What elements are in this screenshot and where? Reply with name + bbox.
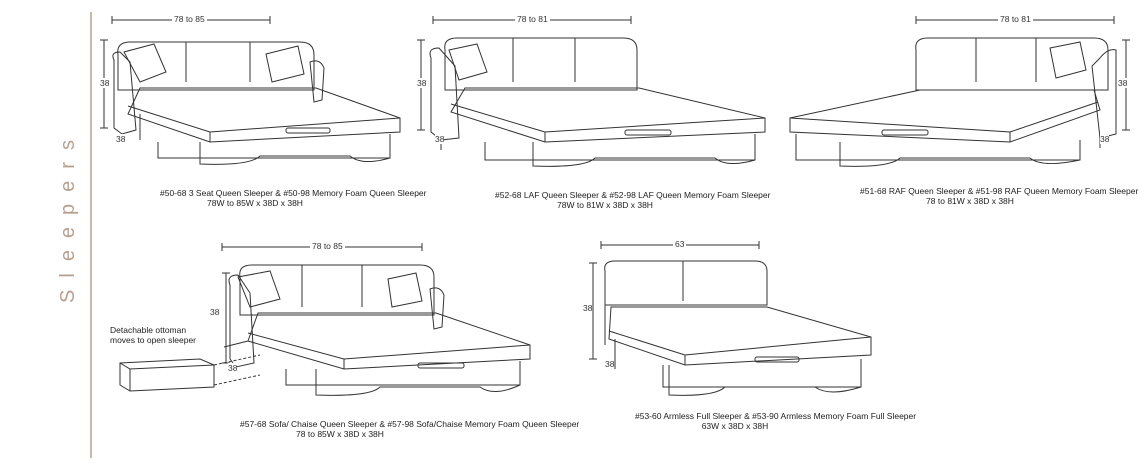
sleeper-drawing-52 bbox=[417, 16, 766, 167]
sleeper-figure-51: 78 to 81 38 38 #51-68 RAF Queen Sleeper … bbox=[780, 10, 1139, 210]
caption-dimensions: 78 to 85W x 38D x 38H bbox=[296, 429, 384, 439]
caption-model: #57-68 Sofa/ Chaise Queen Sleeper & #57-… bbox=[240, 419, 580, 429]
sleeper-figure-50: 78 to 85 38 38 #50-68 3 Seat Queen Sleep… bbox=[100, 10, 427, 210]
sleeper-caption: #50-68 3 Seat Queen Sleeper & #50-98 Mem… bbox=[160, 188, 427, 208]
sleeper-caption: #53-60 Armless Full Sleeper & #53-90 Arm… bbox=[635, 411, 917, 431]
height-dimension: 38 bbox=[100, 78, 110, 88]
sleeper-drawing-50 bbox=[100, 16, 401, 165]
sleeper-drawing-53 bbox=[589, 241, 872, 396]
width-dimension: 78 to 81 bbox=[515, 14, 550, 24]
height-dimension: 38 bbox=[1118, 78, 1128, 88]
sleeper-figure-57: 78 to 85 38 38 Detachable ottoman moves … bbox=[110, 235, 580, 445]
section-title: Sleepers bbox=[48, 125, 88, 305]
caption-dimensions: 63W x 38D x 38H bbox=[701, 421, 769, 431]
caption-dimensions: 78W to 81W x 38D x 38H bbox=[557, 200, 653, 210]
caption-model: #51-68 RAF Queen Sleeper & #51-98 RAF Qu… bbox=[860, 186, 1139, 196]
height-dimension: 38 bbox=[583, 303, 593, 313]
depth-dimension: 38 bbox=[435, 134, 445, 144]
sleeper-figure-53: 63 38 38 #53-60 Armless Full Sleeper & #… bbox=[575, 235, 917, 445]
caption-model: #53-60 Armless Full Sleeper & #53-90 Arm… bbox=[635, 411, 917, 421]
sleeper-caption: #57-68 Sofa/ Chaise Queen Sleeper & #57-… bbox=[240, 419, 580, 439]
width-dimension: 78 to 85 bbox=[172, 14, 207, 24]
caption-model: #52-68 LAF Queen Sleeper & #52-98 LAF Qu… bbox=[495, 190, 771, 200]
sleeper-drawing-57 bbox=[119, 243, 531, 396]
depth-dimension: 38 bbox=[605, 359, 615, 369]
depth-dimension: 38 bbox=[228, 363, 238, 373]
depth-dimension: 38 bbox=[1100, 134, 1110, 144]
ottoman-note: Detachable ottoman moves to open sleeper bbox=[110, 325, 196, 345]
ottoman-note-line1: Detachable ottoman bbox=[110, 325, 187, 335]
sleeper-caption: #51-68 RAF Queen Sleeper & #51-98 RAF Qu… bbox=[860, 186, 1139, 206]
sleeper-drawing-51 bbox=[789, 16, 1130, 167]
depth-dimension: 38 bbox=[116, 134, 126, 144]
sleeper-figure-52: 78 to 81 38 38 #52-68 LAF Queen Sleeper … bbox=[415, 10, 795, 210]
sleeper-caption: #52-68 LAF Queen Sleeper & #52-98 LAF Qu… bbox=[495, 190, 771, 210]
width-dimension: 78 to 81 bbox=[998, 14, 1033, 24]
height-dimension: 38 bbox=[417, 78, 427, 88]
width-dimension: 78 to 85 bbox=[310, 241, 345, 251]
caption-dimensions: 78 to 81W x 38D x 38H bbox=[926, 196, 1014, 206]
vertical-divider bbox=[90, 12, 92, 458]
width-dimension: 63 bbox=[673, 239, 687, 249]
caption-dimensions: 78W to 85W x 38D x 38H bbox=[207, 198, 303, 208]
height-dimension: 38 bbox=[210, 307, 220, 317]
section-title-text: Sleepers bbox=[56, 127, 79, 303]
ottoman-note-line2: moves to open sleeper bbox=[110, 335, 196, 345]
caption-model: #50-68 3 Seat Queen Sleeper & #50-98 Mem… bbox=[160, 188, 427, 198]
